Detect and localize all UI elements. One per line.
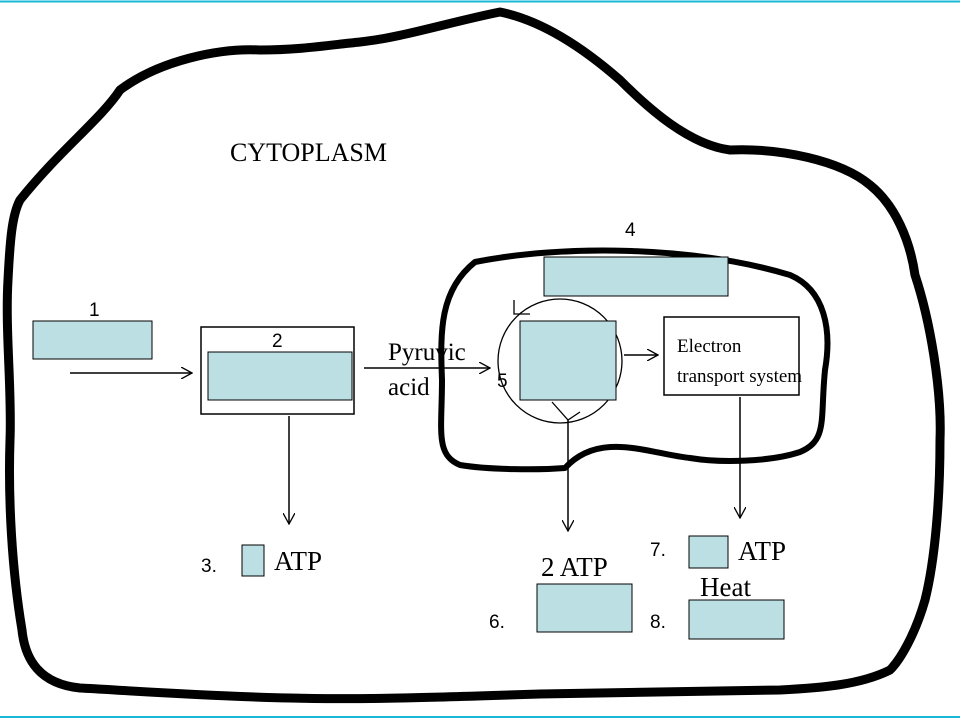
answer-box-8[interactable] — [688, 599, 785, 640]
atp-label-krebs: 2 ATP — [541, 552, 608, 582]
ets-label-line2: transport system — [677, 366, 802, 387]
pyruvic-acid-label-line2: acid — [388, 374, 430, 401]
blank-number-7: 7. — [650, 540, 666, 561]
atp-label-ets: ATP — [738, 536, 786, 566]
answer-box-2[interactable] — [207, 351, 353, 401]
blank-number-3: 3. — [201, 556, 217, 577]
cycle-arrow-tick-bottom — [551, 401, 581, 421]
answer-box-1[interactable] — [32, 320, 153, 360]
answer-box-7[interactable] — [688, 535, 729, 569]
blank-number-4: 4 — [625, 220, 636, 241]
cytoplasm-label: CYTOPLASM — [230, 138, 387, 167]
cycle-arrow-tick-top — [513, 300, 530, 315]
blank-number-8: 8. — [650, 612, 666, 633]
pyruvic-acid-label-line1: Pyruvic — [388, 339, 466, 366]
blank-number-6: 6. — [489, 612, 505, 633]
mitochondrion-membrane — [438, 247, 831, 473]
answer-box-4[interactable] — [543, 256, 729, 297]
electron-transport-box — [663, 316, 800, 396]
blank-number-2: 2 — [272, 331, 283, 352]
answer-box-5[interactable] — [519, 320, 617, 401]
heat-label: Heat — [700, 572, 751, 602]
atp-label-glycolysis: ATP — [274, 546, 322, 576]
blank-number-5: 5 — [497, 371, 508, 392]
krebs-cycle-circle — [497, 298, 623, 424]
ets-label-line1: Electron — [677, 336, 742, 357]
answer-box-3[interactable] — [241, 544, 265, 577]
answer-box-6[interactable] — [536, 583, 633, 633]
blank-number-1: 1 — [89, 300, 100, 321]
cell-membrane — [2, 7, 945, 704]
